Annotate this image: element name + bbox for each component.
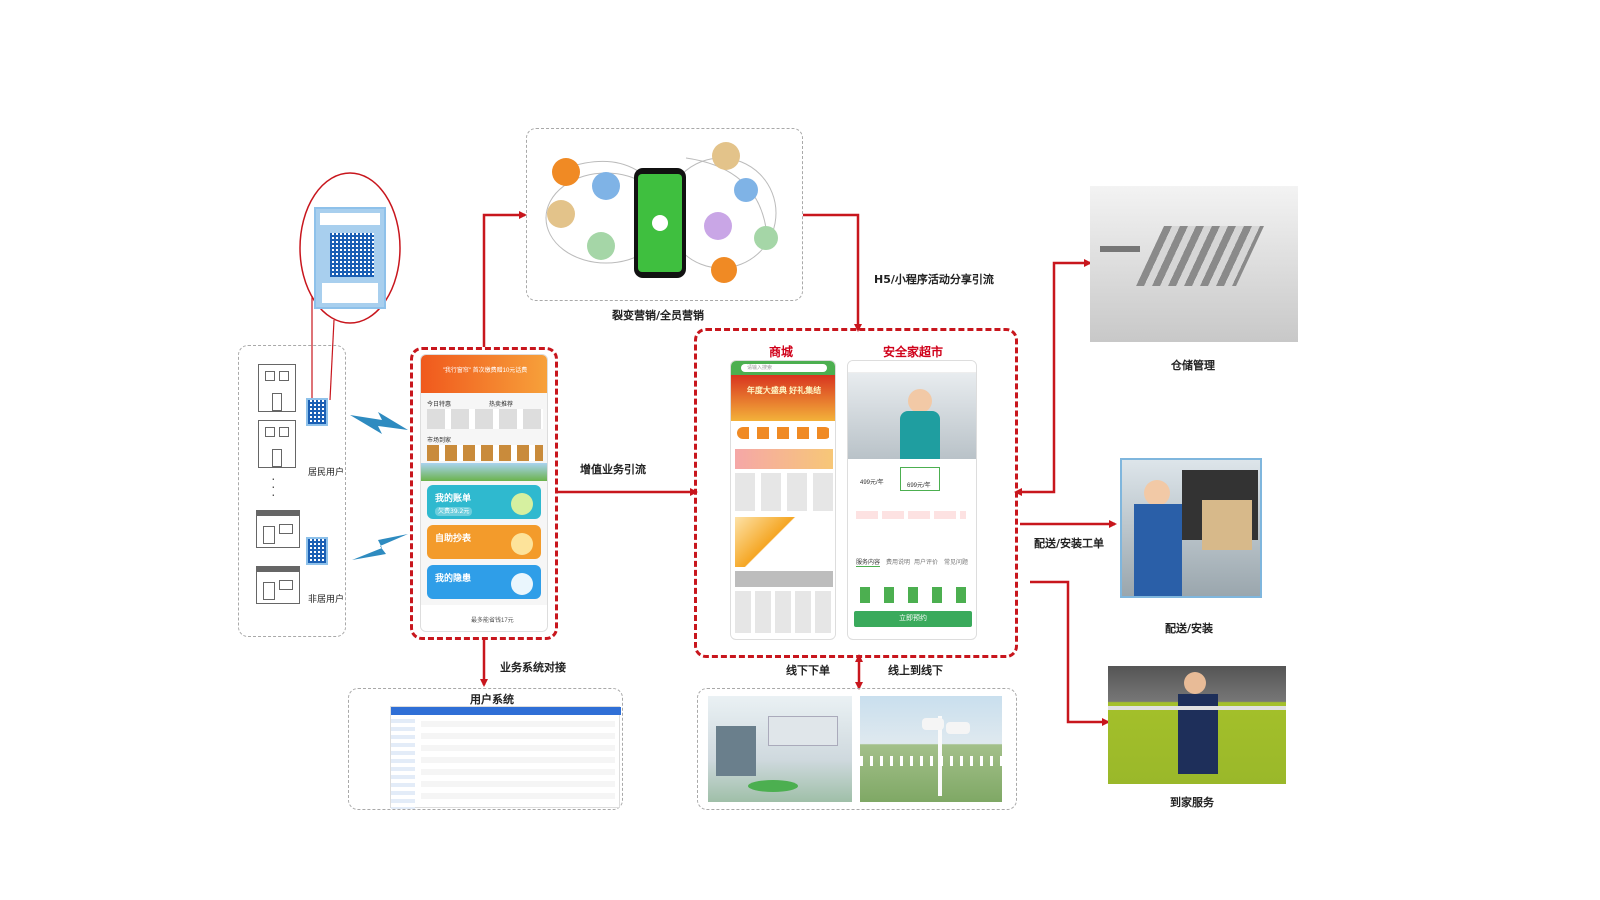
label-warehouse: 仓储管理 bbox=[1171, 359, 1215, 372]
app-banner: "我行窗帘" 首次缴费赠10元话费 bbox=[421, 355, 547, 393]
shop-building-1 bbox=[256, 510, 300, 548]
card-risk[interactable]: 我的隐患 bbox=[427, 565, 541, 599]
qr-code bbox=[330, 233, 374, 277]
user-avatars bbox=[547, 142, 778, 283]
shop-building-2 bbox=[256, 566, 300, 604]
user-system-panel bbox=[348, 688, 623, 810]
mall-products-1 bbox=[735, 473, 833, 511]
label-non-residential: 非居用户 bbox=[308, 595, 345, 605]
mall-search-input[interactable]: 请输入搜索 bbox=[741, 364, 827, 372]
tab-service[interactable]: 服务内容 bbox=[856, 557, 881, 567]
price-2-box[interactable]: 699元/年 bbox=[900, 467, 940, 491]
label-residential: 居民用户 bbox=[308, 468, 345, 478]
social-network bbox=[545, 142, 778, 283]
label-value-added: 增值业务引流 bbox=[580, 463, 646, 476]
app-phone-frame bbox=[410, 347, 558, 640]
qr-sticker-non-residential bbox=[306, 537, 328, 565]
label-safe-home: 安全家超市 bbox=[883, 345, 944, 359]
shield-icon bbox=[511, 573, 533, 595]
arrow-app-to-fission bbox=[482, 211, 527, 347]
mall-category-icons bbox=[737, 427, 831, 439]
mall-products-2 bbox=[735, 517, 833, 567]
qr-callout-oval bbox=[299, 172, 401, 324]
price-1: 499元/年 bbox=[860, 480, 884, 486]
mall-frame bbox=[694, 328, 1018, 658]
qr-sticker-residential bbox=[306, 398, 328, 426]
label-online-offline: 线上到线下 bbox=[888, 664, 943, 677]
label-h5-share: H5/小程序活动分享引流 bbox=[874, 273, 994, 286]
delivery-photo bbox=[1120, 458, 1262, 598]
card-self-read[interactable]: 自助抄表 bbox=[427, 525, 541, 559]
tab-fee[interactable]: 费用说明 bbox=[886, 560, 911, 566]
mall-banner: 年度大盛典 好礼集结 bbox=[731, 375, 835, 421]
service-photo bbox=[848, 373, 976, 459]
arrow-mall-to-home bbox=[1030, 580, 1110, 726]
label-home-service: 到家服务 bbox=[1170, 796, 1214, 809]
tab-faq[interactable]: 常见问题 bbox=[944, 560, 969, 566]
field-photo bbox=[860, 696, 1002, 802]
app-row-fresh: 市场到家 bbox=[427, 438, 452, 444]
residential-building-1 bbox=[258, 364, 296, 412]
service-tags bbox=[856, 511, 966, 519]
app-fresh-items bbox=[427, 445, 543, 461]
wechat-icon bbox=[652, 215, 668, 231]
residential-building-2 bbox=[258, 420, 296, 468]
app-landscape bbox=[421, 463, 547, 481]
label-delivery-order: 配送/安装工单 bbox=[1034, 537, 1105, 550]
label-system-dock: 业务系统对接 bbox=[500, 661, 566, 674]
mall-products-4 bbox=[735, 591, 833, 633]
mall-promo-strip bbox=[735, 449, 833, 469]
arrow-fission-to-mall bbox=[803, 213, 862, 332]
process-icons bbox=[860, 587, 966, 603]
ellipsis-dots: ··· bbox=[271, 470, 276, 502]
app-row-today: 今日特惠 bbox=[427, 402, 452, 408]
home-service-photo bbox=[1108, 666, 1286, 784]
label-delivery: 配送/安装 bbox=[1165, 622, 1214, 635]
app-products bbox=[427, 409, 543, 429]
bolt-lower bbox=[352, 534, 408, 560]
warehouse-photo bbox=[1090, 186, 1298, 342]
book-button[interactable]: 立即预约 bbox=[854, 611, 972, 627]
meter-icon bbox=[511, 533, 533, 555]
label-fission: 裂变营销/全员营销 bbox=[612, 309, 705, 322]
app-footer: 最多能省钱17元 bbox=[421, 605, 547, 631]
bolt-upper bbox=[350, 412, 408, 434]
offline-panel bbox=[697, 688, 1017, 810]
user-system-screenshot bbox=[390, 706, 621, 809]
qr-poster bbox=[314, 207, 386, 309]
app-screen: "我行窗帘" 首次缴费赠10元话费 今日特惠 热卖推荐 市场到家 我的账单 欠费… bbox=[420, 354, 548, 632]
mall-products-3 bbox=[735, 571, 833, 587]
label-mall: 商城 bbox=[769, 345, 794, 359]
label-user-system: 用户系统 bbox=[470, 693, 514, 706]
fission-panel bbox=[526, 128, 803, 301]
bill-icon bbox=[511, 493, 533, 515]
arrow-mall-warehouse bbox=[1014, 259, 1092, 496]
tab-review[interactable]: 用户评价 bbox=[914, 560, 939, 566]
users-panel bbox=[238, 345, 346, 637]
mall-screen: 请输入搜索 年度大盛典 好礼集结 bbox=[730, 360, 836, 640]
app-row-hot: 热卖推荐 bbox=[489, 402, 514, 408]
store-photo bbox=[708, 696, 852, 802]
label-offline-order: 线下下单 bbox=[786, 664, 830, 677]
safe-home-screen: 499元/年 699元/年 服务内容 费用说明 用户评价 常见问题 立即预约 bbox=[847, 360, 977, 640]
card-bill[interactable]: 我的账单 欠费39.2元 bbox=[427, 485, 541, 519]
